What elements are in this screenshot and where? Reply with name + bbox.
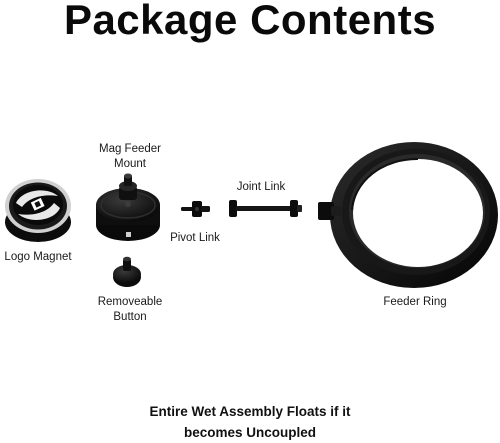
page-title: Package Contents (63, 0, 437, 43)
mag-feeder-mount-label-line1: Mag Feeder (98, 143, 161, 155)
footer-note-line2: becomes Uncoupled (183, 425, 317, 440)
logo-magnet-image (5, 179, 71, 242)
pivot-link-label: Pivot Link (170, 232, 220, 244)
mag-feeder-mount-label-line2: Mount (114, 158, 146, 170)
mag-feeder-mount-image (96, 173, 160, 241)
joint-link-image (229, 200, 302, 217)
joint-link-label: Joint Link (236, 181, 286, 193)
footer-note: Entire Wet Assembly Floats if it becomes… (0, 401, 500, 443)
removeable-button-label-line1: Removeable (97, 296, 163, 308)
removeable-button-image (113, 256, 141, 287)
feeder-ring-label: Feeder Ring (383, 296, 447, 308)
pivot-link-image (181, 201, 210, 217)
feeder-ring-image (318, 142, 498, 288)
footer-note-line1: Entire Wet Assembly Floats if it (149, 404, 351, 419)
logo-magnet-label: Logo Magnet (4, 251, 72, 263)
removeable-button-label-line2: Button (113, 311, 147, 323)
